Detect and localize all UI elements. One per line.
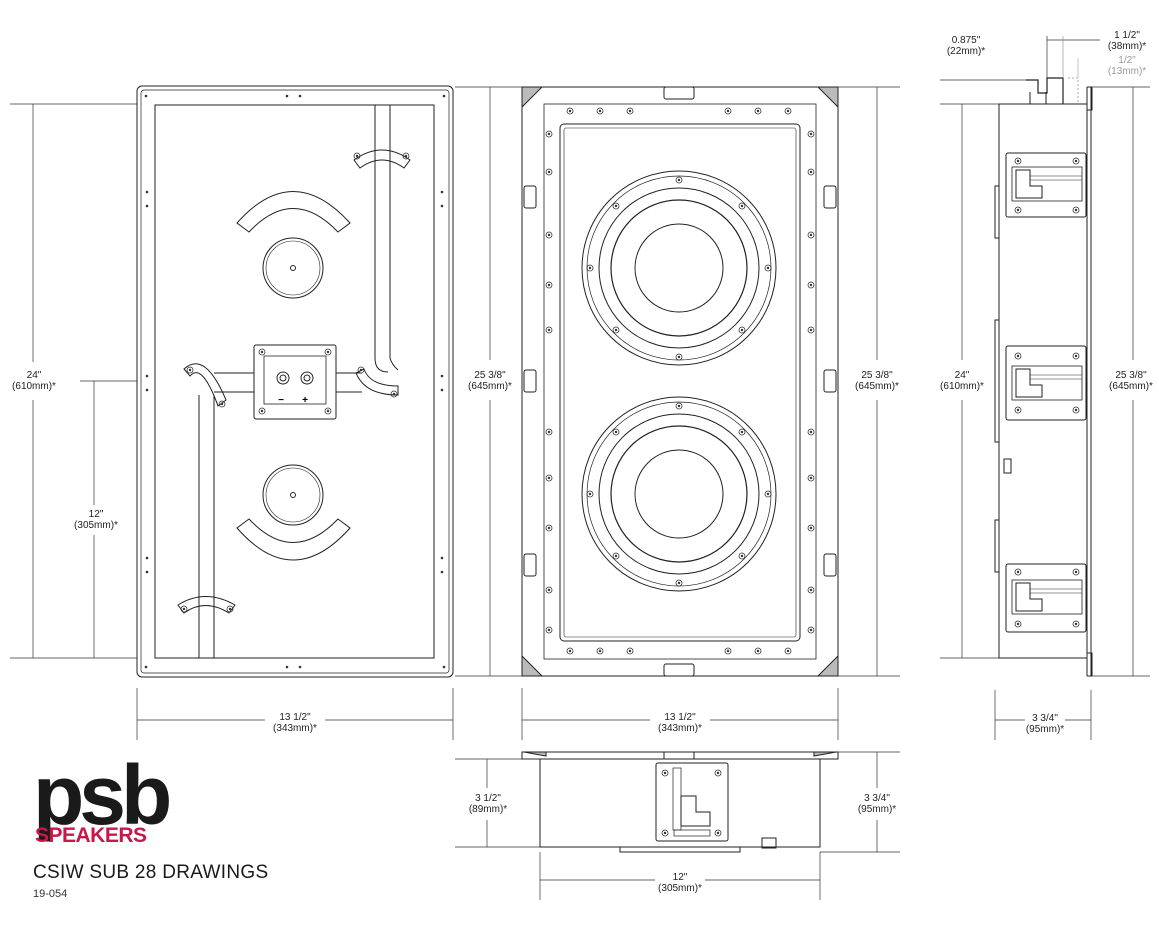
bottom-width-label: 12" (305mm)* — [650, 872, 710, 894]
side-height-right-label: 25 3/8" (645mm)* — [1103, 370, 1159, 392]
front-width-label: 13 1/2" (343mm)* — [650, 712, 710, 734]
side-depth-metric: (95mm)* — [1025, 724, 1065, 735]
rear-width-metric: (343mm)* — [273, 723, 317, 734]
side-height-left-label: 24" (610mm)* — [934, 370, 990, 392]
side-clamp-reach-metric: (38mm)* — [1107, 41, 1147, 52]
bottom-depth-left-label: 3 1/2" (89mm)* — [460, 793, 516, 815]
rear-height-imperial: 24" — [26, 370, 42, 381]
bottom-depth-right-imperial: 3 3/4" — [864, 793, 890, 804]
front-width-imperial: 13 1/2" — [664, 712, 696, 723]
side-clamp-min-label: 1/2" (13mm)* — [1100, 55, 1154, 77]
rear-width-imperial: 13 1/2" — [279, 712, 311, 723]
front-dimension-lines — [455, 86, 900, 740]
bottom-width-metric: (305mm)* — [658, 883, 702, 894]
front-height-right-label: 25 3/8" (645mm)* — [849, 370, 905, 392]
side-view-screws — [1014, 157, 1080, 628]
bottom-width-imperial: 12" — [672, 872, 688, 883]
document-code: 19-054 — [33, 888, 68, 900]
bottom-depth-right-metric: (95mm)* — [857, 804, 897, 815]
front-view — [521, 86, 839, 677]
side-flange-label: 0.875" (22mm)* — [938, 35, 994, 57]
side-clamp-min-imperial: 1/2" — [1118, 55, 1136, 66]
side-depth-label: 3 3/4" (95mm)* — [1020, 713, 1070, 735]
bottom-depth-left-metric: (89mm)* — [468, 804, 508, 815]
rear-half-height-imperial: 12" — [88, 509, 104, 520]
psb-logo: psb SPEAKERS — [33, 753, 172, 857]
bottom-depth-right-label: 3 3/4" (95mm)* — [849, 793, 905, 815]
side-clamp-min-metric: (13mm)* — [1107, 66, 1147, 77]
side-clamp-reach-imperial: 1 1/2" — [1114, 30, 1140, 41]
terminal-minus-label: − — [278, 395, 284, 406]
document-title: CSIW SUB 28 DRAWINGS — [33, 862, 269, 883]
side-height-right-metric: (645mm)* — [1109, 381, 1153, 392]
side-clamp-reach-label: 1 1/2" (38mm)* — [1100, 30, 1154, 52]
side-height-right-imperial: 25 3/8" — [1115, 370, 1147, 381]
front-height-left-label: 25 3/8" (645mm)* — [462, 370, 518, 392]
side-height-left-metric: (610mm)* — [940, 381, 984, 392]
terminal-plus-label: + — [302, 395, 308, 406]
side-flange-metric: (22mm)* — [946, 46, 986, 57]
rear-view-screws — [144, 94, 446, 669]
rear-half-height-label: 12" (305mm)* — [66, 509, 126, 531]
side-dimension-lines — [940, 36, 1150, 740]
rear-height-label: 24" (610mm)* — [6, 370, 62, 392]
bottom-dimension-lines — [455, 751, 900, 900]
bottom-view — [521, 751, 839, 853]
logo-subtitle: SPEAKERS — [35, 824, 147, 847]
rear-dimension-lines — [10, 103, 454, 740]
front-height-right-metric: (645mm)* — [855, 381, 899, 392]
logo-word: psb — [33, 748, 172, 842]
front-view-screws — [545, 107, 815, 655]
rear-width-label: 13 1/2" (343mm)* — [265, 712, 325, 734]
front-height-right-imperial: 25 3/8" — [861, 370, 893, 381]
rear-terminal-signs: − + — [278, 395, 308, 406]
bottom-depth-left-imperial: 3 1/2" — [475, 793, 501, 804]
side-flange-imperial: 0.875" — [951, 35, 981, 46]
front-height-left-imperial: 25 3/8" — [474, 370, 506, 381]
rear-view — [136, 85, 454, 678]
front-height-left-metric: (645mm)* — [468, 381, 512, 392]
side-depth-imperial: 3 3/4" — [1032, 713, 1058, 724]
rear-height-metric: (610mm)* — [12, 381, 56, 392]
side-height-left-imperial: 24" — [954, 370, 970, 381]
front-width-metric: (343mm)* — [658, 723, 702, 734]
side-view — [994, 77, 1093, 677]
rear-half-height-metric: (305mm)* — [74, 520, 118, 531]
